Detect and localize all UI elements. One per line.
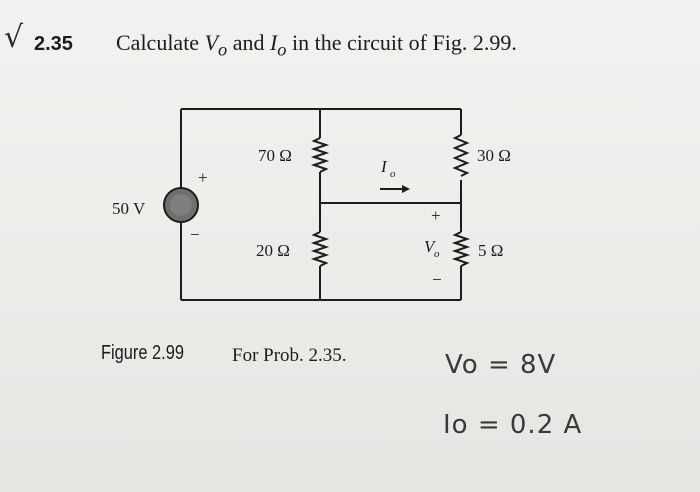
- check-mark: √: [4, 20, 24, 55]
- source-minus: −: [190, 225, 200, 244]
- vo-label: V: [424, 237, 437, 256]
- source-label: 50 V: [112, 199, 146, 218]
- handwritten-io-answer: Io = 0.2 A: [443, 410, 583, 440]
- io-subscript: o: [277, 39, 287, 60]
- problem-number: 2.35: [34, 33, 73, 55]
- figure-caption: For Prob. 2.35.: [232, 345, 347, 366]
- r5-label: 5 Ω: [478, 241, 503, 260]
- vo-symbol: V: [204, 30, 219, 55]
- vo-sub: o: [434, 248, 440, 260]
- problem-statement: Calculate Vo and Io in the circuit of Fi…: [116, 30, 517, 60]
- r70-label: 70 Ω: [258, 146, 292, 165]
- figure-label: Figure 2.99: [101, 342, 184, 364]
- r20-label: 20 Ω: [256, 241, 290, 260]
- vo-subscript: o: [218, 39, 228, 60]
- resistor-70: [310, 137, 330, 173]
- source-plus: +: [198, 168, 208, 187]
- resistor-30: [452, 134, 470, 177]
- io-sub: o: [390, 168, 396, 180]
- statement-suffix: in the circuit of Fig. 2.99.: [286, 30, 517, 55]
- resistor-20: [310, 231, 330, 267]
- handwritten-vo-answer: Vo = 8V: [445, 350, 557, 380]
- io-symbol: I: [269, 30, 278, 55]
- statement-prefix: Calculate: [116, 30, 205, 55]
- r30-label: 30 Ω: [477, 146, 511, 165]
- vo-minus: −: [432, 270, 442, 289]
- vo-plus: +: [431, 206, 441, 225]
- io-arrow-head: [402, 185, 410, 193]
- io-label: I: [380, 157, 388, 176]
- resistor-5: [451, 231, 471, 267]
- and-word: and: [227, 30, 270, 55]
